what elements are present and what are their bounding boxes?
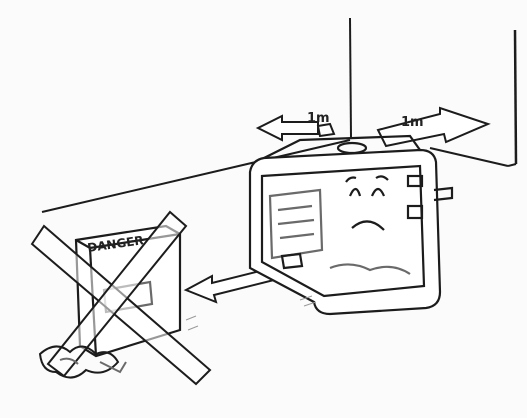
clearance-arrow-center-icon: [316, 122, 336, 138]
face-left-eye: [348, 187, 362, 197]
engine-block: [268, 188, 324, 260]
spill-detail: [59, 357, 79, 365]
fuel-cap: [336, 141, 368, 155]
shade-container-side: [185, 315, 199, 331]
engine-fins: [277, 204, 315, 240]
face-left-brow: [345, 176, 357, 183]
wall-corner-line: [349, 17, 352, 139]
face-right-brow: [375, 175, 389, 181]
spill-icon: [38, 345, 127, 379]
right-wall-corner: [507, 163, 517, 167]
right-wall-edge: [513, 29, 518, 165]
generator-icon: [248, 134, 454, 316]
face-frown: [351, 220, 385, 231]
spill-puddle: [38, 345, 120, 379]
exhaust-outlet: [280, 252, 304, 270]
shading: [185, 295, 317, 331]
control-knob: [406, 174, 424, 188]
floor-wall-edge-left: [41, 139, 351, 213]
shade-generator-base: [299, 295, 317, 307]
sad-face-icon: [345, 175, 389, 231]
control-switch: [406, 204, 424, 220]
generator-top: [263, 134, 421, 159]
clearance-arrow-right-icon: [376, 106, 491, 148]
clearance-label-right: 1m: [401, 115, 424, 130]
face-right-eye: [370, 187, 386, 197]
generator-frame: [248, 148, 442, 316]
recoil-handle: [433, 186, 454, 202]
room-walls: [41, 17, 518, 213]
generator-frame-inner: [260, 164, 426, 298]
clearance-label-left: 1m: [307, 111, 330, 126]
generator-base-detail: [329, 263, 411, 275]
spill-splash: [99, 361, 127, 374]
floor-wall-edge-right: [429, 147, 509, 167]
